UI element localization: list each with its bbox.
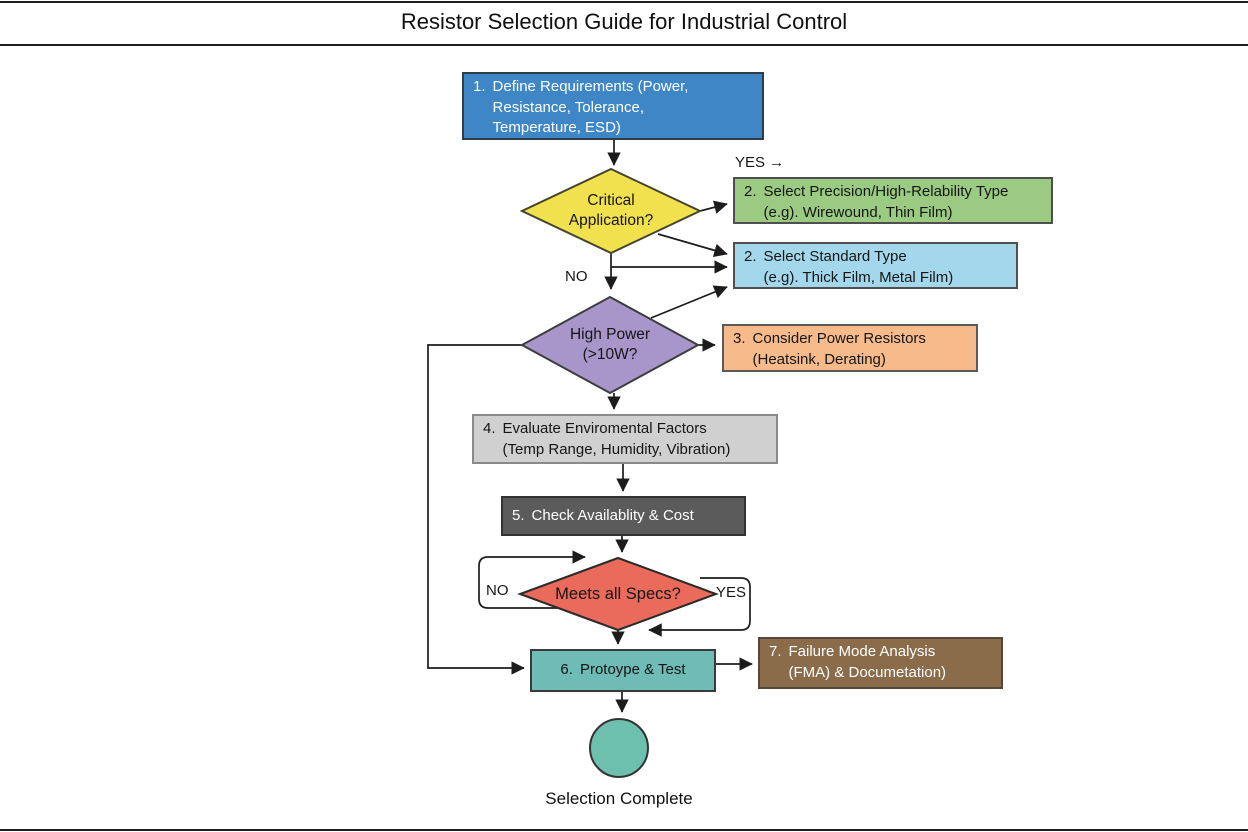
decision-critical-shape xyxy=(519,167,703,255)
step-number: 6. xyxy=(560,661,573,679)
decision-specs-shape xyxy=(517,556,719,632)
page-title: Resistor Selection Guide for Industrial … xyxy=(400,9,848,34)
step-text: Select Standard Type (e.g). Thick Film, … xyxy=(763,248,954,286)
edge-label-no-top: NO xyxy=(565,268,588,285)
step-text: Check Availablity & Cost xyxy=(531,506,694,524)
decision-critical-label: Critical Application? xyxy=(568,192,654,229)
edge-specs-yes-loop xyxy=(648,577,751,637)
bottom-border-line xyxy=(0,829,1248,831)
edge-critical-yes-to-precision xyxy=(699,200,728,214)
process-box-environment: 4. Evaluate Enviromental Factors (Temp R… xyxy=(472,414,778,464)
edge-highpower-left-to-prototype xyxy=(427,344,525,675)
top-border-line xyxy=(0,1,1248,3)
step-text: Evaluate Enviromental Factors (Temp Rang… xyxy=(502,420,731,458)
decision-highpower-label: High Power (>10W? xyxy=(569,326,651,363)
end-node-circle xyxy=(589,718,649,778)
edge-critical-to-standard xyxy=(657,233,728,257)
edge-label-yes-top: YES → xyxy=(735,154,785,171)
step-text: Failure Mode Analysis (FMA) & Documetati… xyxy=(788,643,947,681)
end-node-caption: Selection Complete xyxy=(545,789,693,808)
edge-specs-no-loop xyxy=(478,550,586,609)
decision-highpower-shape xyxy=(519,295,701,395)
step-text: Define Requirements (Power, Resistance, … xyxy=(492,78,689,136)
process-box-precision: 2. Select Precision/High-Relability Type… xyxy=(733,177,1053,224)
step-number: 4. xyxy=(483,420,496,437)
step-number: 1. xyxy=(473,78,486,95)
step-number: 7. xyxy=(769,643,782,660)
step-text: Consider Power Resistors (Heatsink, Dera… xyxy=(752,330,926,368)
edge-label-no-left: NO xyxy=(486,582,509,599)
edge-highpower-to-standard xyxy=(650,285,728,319)
process-box-availability: 5. Check Availablity & Cost xyxy=(501,496,746,536)
title-underline xyxy=(0,44,1248,46)
step-number: 3. xyxy=(733,330,746,347)
edge-label-yes-right: YES xyxy=(716,584,747,601)
step-text: Select Precision/High-Relability Type (e… xyxy=(763,183,1009,221)
process-box-standard: 2. Select Standard Type (e.g). Thick Fil… xyxy=(733,242,1018,289)
process-box-fma: 7. Failure Mode Analysis (FMA) & Documet… xyxy=(758,637,1003,689)
process-box-define: 1. Define Requirements (Power, Resistanc… xyxy=(462,72,764,140)
step-number: 2. xyxy=(744,248,757,265)
step-number: 5. xyxy=(512,506,525,524)
decision-specs-label: Meets all Specs? xyxy=(555,585,681,603)
step-number: 2. xyxy=(744,183,757,200)
process-box-prototype: 6. Protoype & Test xyxy=(530,649,716,692)
step-text: Protoype & Test xyxy=(579,661,686,679)
process-box-power-resistors: 3. Consider Power Resistors (Heatsink, D… xyxy=(722,324,978,372)
